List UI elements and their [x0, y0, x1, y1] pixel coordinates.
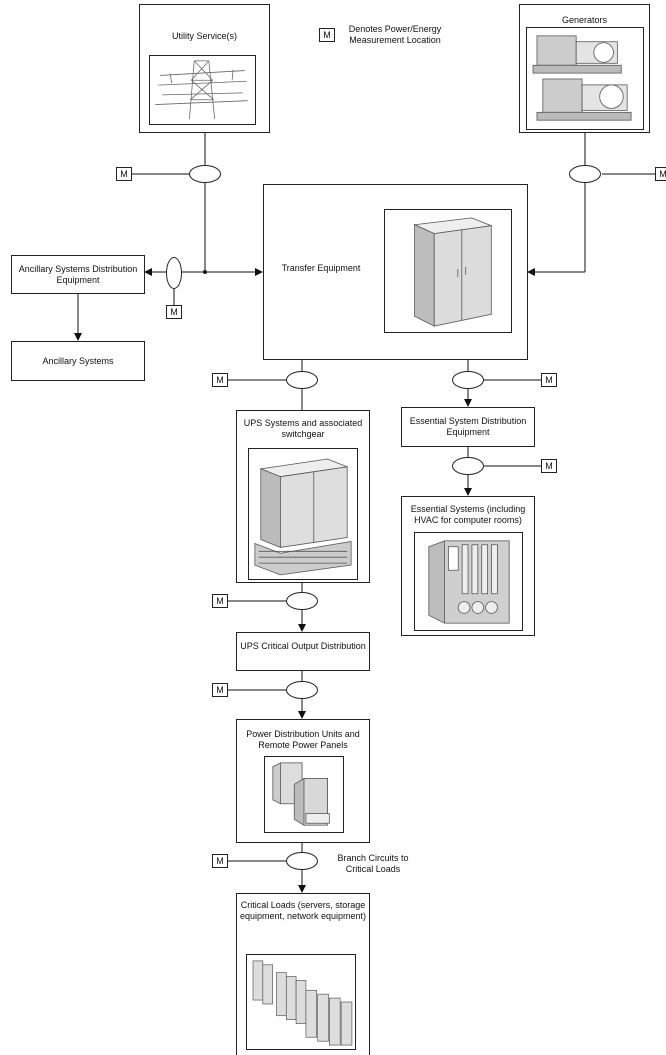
- ct-essential-systems-icon: [452, 457, 484, 475]
- essential-systems-box: Essential Systems (including HVAC for co…: [401, 496, 535, 636]
- switchgear-cabinet-icon: [384, 209, 512, 333]
- legend-meter-icon: M: [319, 28, 335, 42]
- critical-loads-box: Critical Loads (servers, storage equipme…: [236, 893, 370, 1055]
- generator-sets-icon: [526, 27, 644, 130]
- critical-loads-label: Critical Loads (servers, storage equipme…: [239, 900, 367, 921]
- meter-ancillary-icon: M: [166, 305, 182, 319]
- meter-essential-systems-icon: M: [541, 459, 557, 473]
- ups-output-label: UPS Critical Output Distribution: [240, 641, 366, 651]
- ancillary-systems-label: Ancillary Systems: [42, 356, 114, 366]
- hvac-unit-icon: [414, 532, 523, 631]
- essential-distribution-label: Essential System Distribution Equipment: [409, 416, 527, 437]
- transfer-equipment-box: Transfer Equipment: [263, 184, 528, 360]
- ct-essential-feed-icon: [452, 371, 484, 389]
- meter-ups-output-icon: M: [212, 594, 228, 608]
- ups-output-box: UPS Critical Output Distribution: [236, 632, 370, 671]
- ups-label: UPS Systems and associated switchgear: [243, 418, 363, 439]
- ups-box: UPS Systems and associated switchgear: [236, 410, 370, 583]
- generators-label: Generators: [561, 15, 608, 25]
- server-racks-icon: [246, 954, 356, 1050]
- ct-ancillary-icon: [166, 257, 182, 289]
- ct-utility-icon: [189, 165, 221, 183]
- utility-service-label: Utility Service(s): [171, 31, 237, 41]
- pdu-box: Power Distribution Units and Remote Powe…: [236, 719, 370, 843]
- meter-essential-feed-icon: M: [541, 373, 557, 387]
- meter-utility-icon: M: [116, 167, 132, 181]
- ct-branch-circuits-icon: [286, 852, 318, 870]
- meter-ups-feed-icon: M: [212, 373, 228, 387]
- meter-pdu-icon: M: [212, 683, 228, 697]
- ct-ups-output-icon: [286, 592, 318, 610]
- ancillary-distribution-box: Ancillary Systems Distribution Equipment: [11, 255, 145, 294]
- essential-distribution-box: Essential System Distribution Equipment: [401, 407, 535, 447]
- pdu-label: Power Distribution Units and Remote Powe…: [246, 729, 360, 750]
- transfer-equipment-label: Transfer Equipment: [281, 263, 361, 273]
- meter-generators-icon: M: [655, 167, 666, 181]
- ct-pdu-icon: [286, 681, 318, 699]
- legend-text: Denotes Power/Energy Measurement Locatio…: [348, 24, 442, 45]
- ct-ups-feed-icon: [286, 371, 318, 389]
- transmission-tower-icon: [149, 55, 256, 125]
- meter-branch-circuits-icon: M: [212, 854, 228, 868]
- ancillary-distribution-label: Ancillary Systems Distribution Equipment: [18, 264, 138, 285]
- power-distribution-units-icon: [264, 756, 344, 833]
- branch-circuits-label: Branch Circuits to Critical Loads: [337, 853, 409, 874]
- utility-service-box: Utility Service(s): [139, 4, 270, 133]
- ct-generators-icon: [569, 165, 601, 183]
- ups-cabinet-icon: [248, 448, 358, 580]
- ancillary-systems-box: Ancillary Systems: [11, 341, 145, 381]
- essential-systems-label: Essential Systems (including HVAC for co…: [410, 504, 526, 525]
- generators-box: Generators: [519, 4, 650, 133]
